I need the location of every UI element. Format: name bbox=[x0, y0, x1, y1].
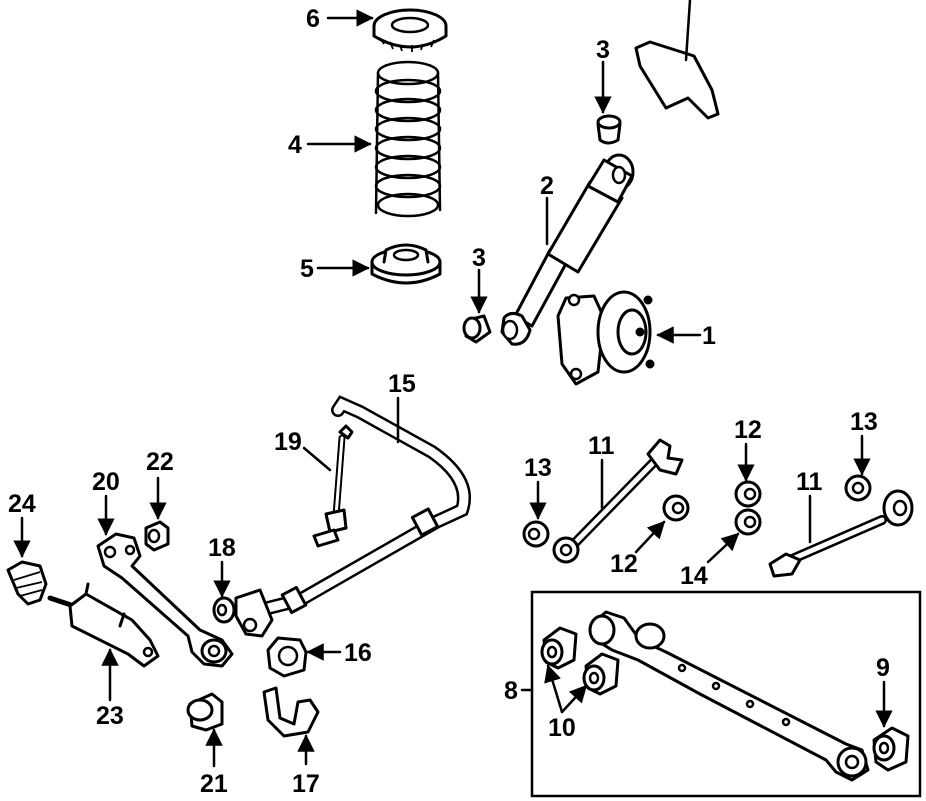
callout-2: 2 bbox=[540, 172, 554, 200]
part-20-trailing-arm-drawing bbox=[96, 532, 234, 668]
callout-20: 20 bbox=[92, 468, 120, 496]
bracket-plate-drawing bbox=[634, 0, 720, 120]
part-11-lateral-link-left-drawing bbox=[552, 438, 684, 564]
control-arm-kit-box bbox=[530, 590, 922, 798]
callout-19: 19 bbox=[274, 428, 302, 456]
callout-3-lower: 3 bbox=[472, 244, 486, 272]
part-1-hub-bearing-drawing bbox=[556, 290, 655, 386]
part-13-bushing-left-drawing bbox=[522, 520, 550, 548]
part-4-coil-spring-drawing bbox=[374, 60, 442, 218]
part-23-adjuster-drawing bbox=[47, 582, 160, 668]
leader-10-b bbox=[560, 684, 588, 714]
leader-10-a bbox=[544, 664, 564, 714]
callout-12-left: 12 bbox=[610, 550, 638, 578]
part-11-lateral-link-right-drawing bbox=[768, 489, 914, 578]
callout-23: 23 bbox=[96, 702, 124, 730]
callout-5: 5 bbox=[300, 255, 314, 283]
part-10-bushing-a-drawing bbox=[540, 626, 578, 670]
callout-1: 1 bbox=[702, 322, 716, 350]
callout-12-right: 12 bbox=[734, 416, 762, 444]
callout-6: 6 bbox=[306, 5, 320, 33]
callout-10: 10 bbox=[548, 714, 576, 742]
part-24-dust-boot-drawing bbox=[6, 560, 48, 606]
callout-16: 16 bbox=[344, 639, 372, 667]
callout-13-left: 13 bbox=[524, 454, 552, 482]
callout-24: 24 bbox=[8, 490, 36, 518]
part-13-bushing-right-drawing bbox=[844, 474, 872, 502]
part-17-bushing-clamp-drawing bbox=[262, 686, 320, 738]
callout-11-left: 11 bbox=[588, 432, 615, 460]
part-10-bushing-b-drawing bbox=[582, 652, 620, 696]
stabilizer-end-bracket-drawing bbox=[234, 588, 274, 638]
part-21-bushing-drawing bbox=[186, 692, 224, 732]
leader-14 bbox=[706, 532, 740, 564]
callout-11-right: 11 bbox=[796, 468, 823, 496]
leader-19 bbox=[302, 446, 332, 472]
part-16-bar-bushing-drawing bbox=[266, 636, 308, 678]
part-18-bushing-drawing bbox=[212, 596, 236, 624]
callout-14: 14 bbox=[680, 562, 708, 590]
callout-18: 18 bbox=[208, 534, 236, 562]
part-12-bushing-left-drawing bbox=[662, 494, 690, 522]
callout-21: 21 bbox=[200, 770, 228, 798]
callout-9: 9 bbox=[876, 654, 890, 682]
callout-13-right: 13 bbox=[850, 408, 878, 436]
part-3-lower-bushing-drawing bbox=[462, 314, 492, 344]
part-3-upper-bushing-drawing bbox=[596, 114, 622, 145]
part-6-spring-insulator-drawing bbox=[372, 8, 448, 52]
callout-4: 4 bbox=[288, 131, 302, 159]
part-14-bushing-drawing bbox=[734, 508, 762, 536]
callout-8: 8 bbox=[504, 677, 518, 705]
callout-22: 22 bbox=[146, 448, 174, 476]
callout-17: 17 bbox=[292, 770, 320, 798]
part-19-stabilizer-link-drawing bbox=[312, 424, 354, 548]
part-2-shock-absorber-drawing bbox=[500, 153, 635, 346]
part-22-bushing-drawing bbox=[144, 520, 170, 552]
leader-12-left bbox=[634, 520, 666, 554]
part-15-stabilizer-bar-drawing bbox=[245, 395, 471, 619]
callout-3-upper: 3 bbox=[596, 36, 610, 64]
part-12-bushing-right-drawing bbox=[734, 480, 762, 508]
part-8-lower-control-arm-drawing bbox=[588, 610, 870, 782]
part-9-bushing-drawing bbox=[872, 726, 910, 772]
part-5-spring-seat-drawing bbox=[370, 243, 442, 285]
callout-15: 15 bbox=[388, 370, 416, 398]
